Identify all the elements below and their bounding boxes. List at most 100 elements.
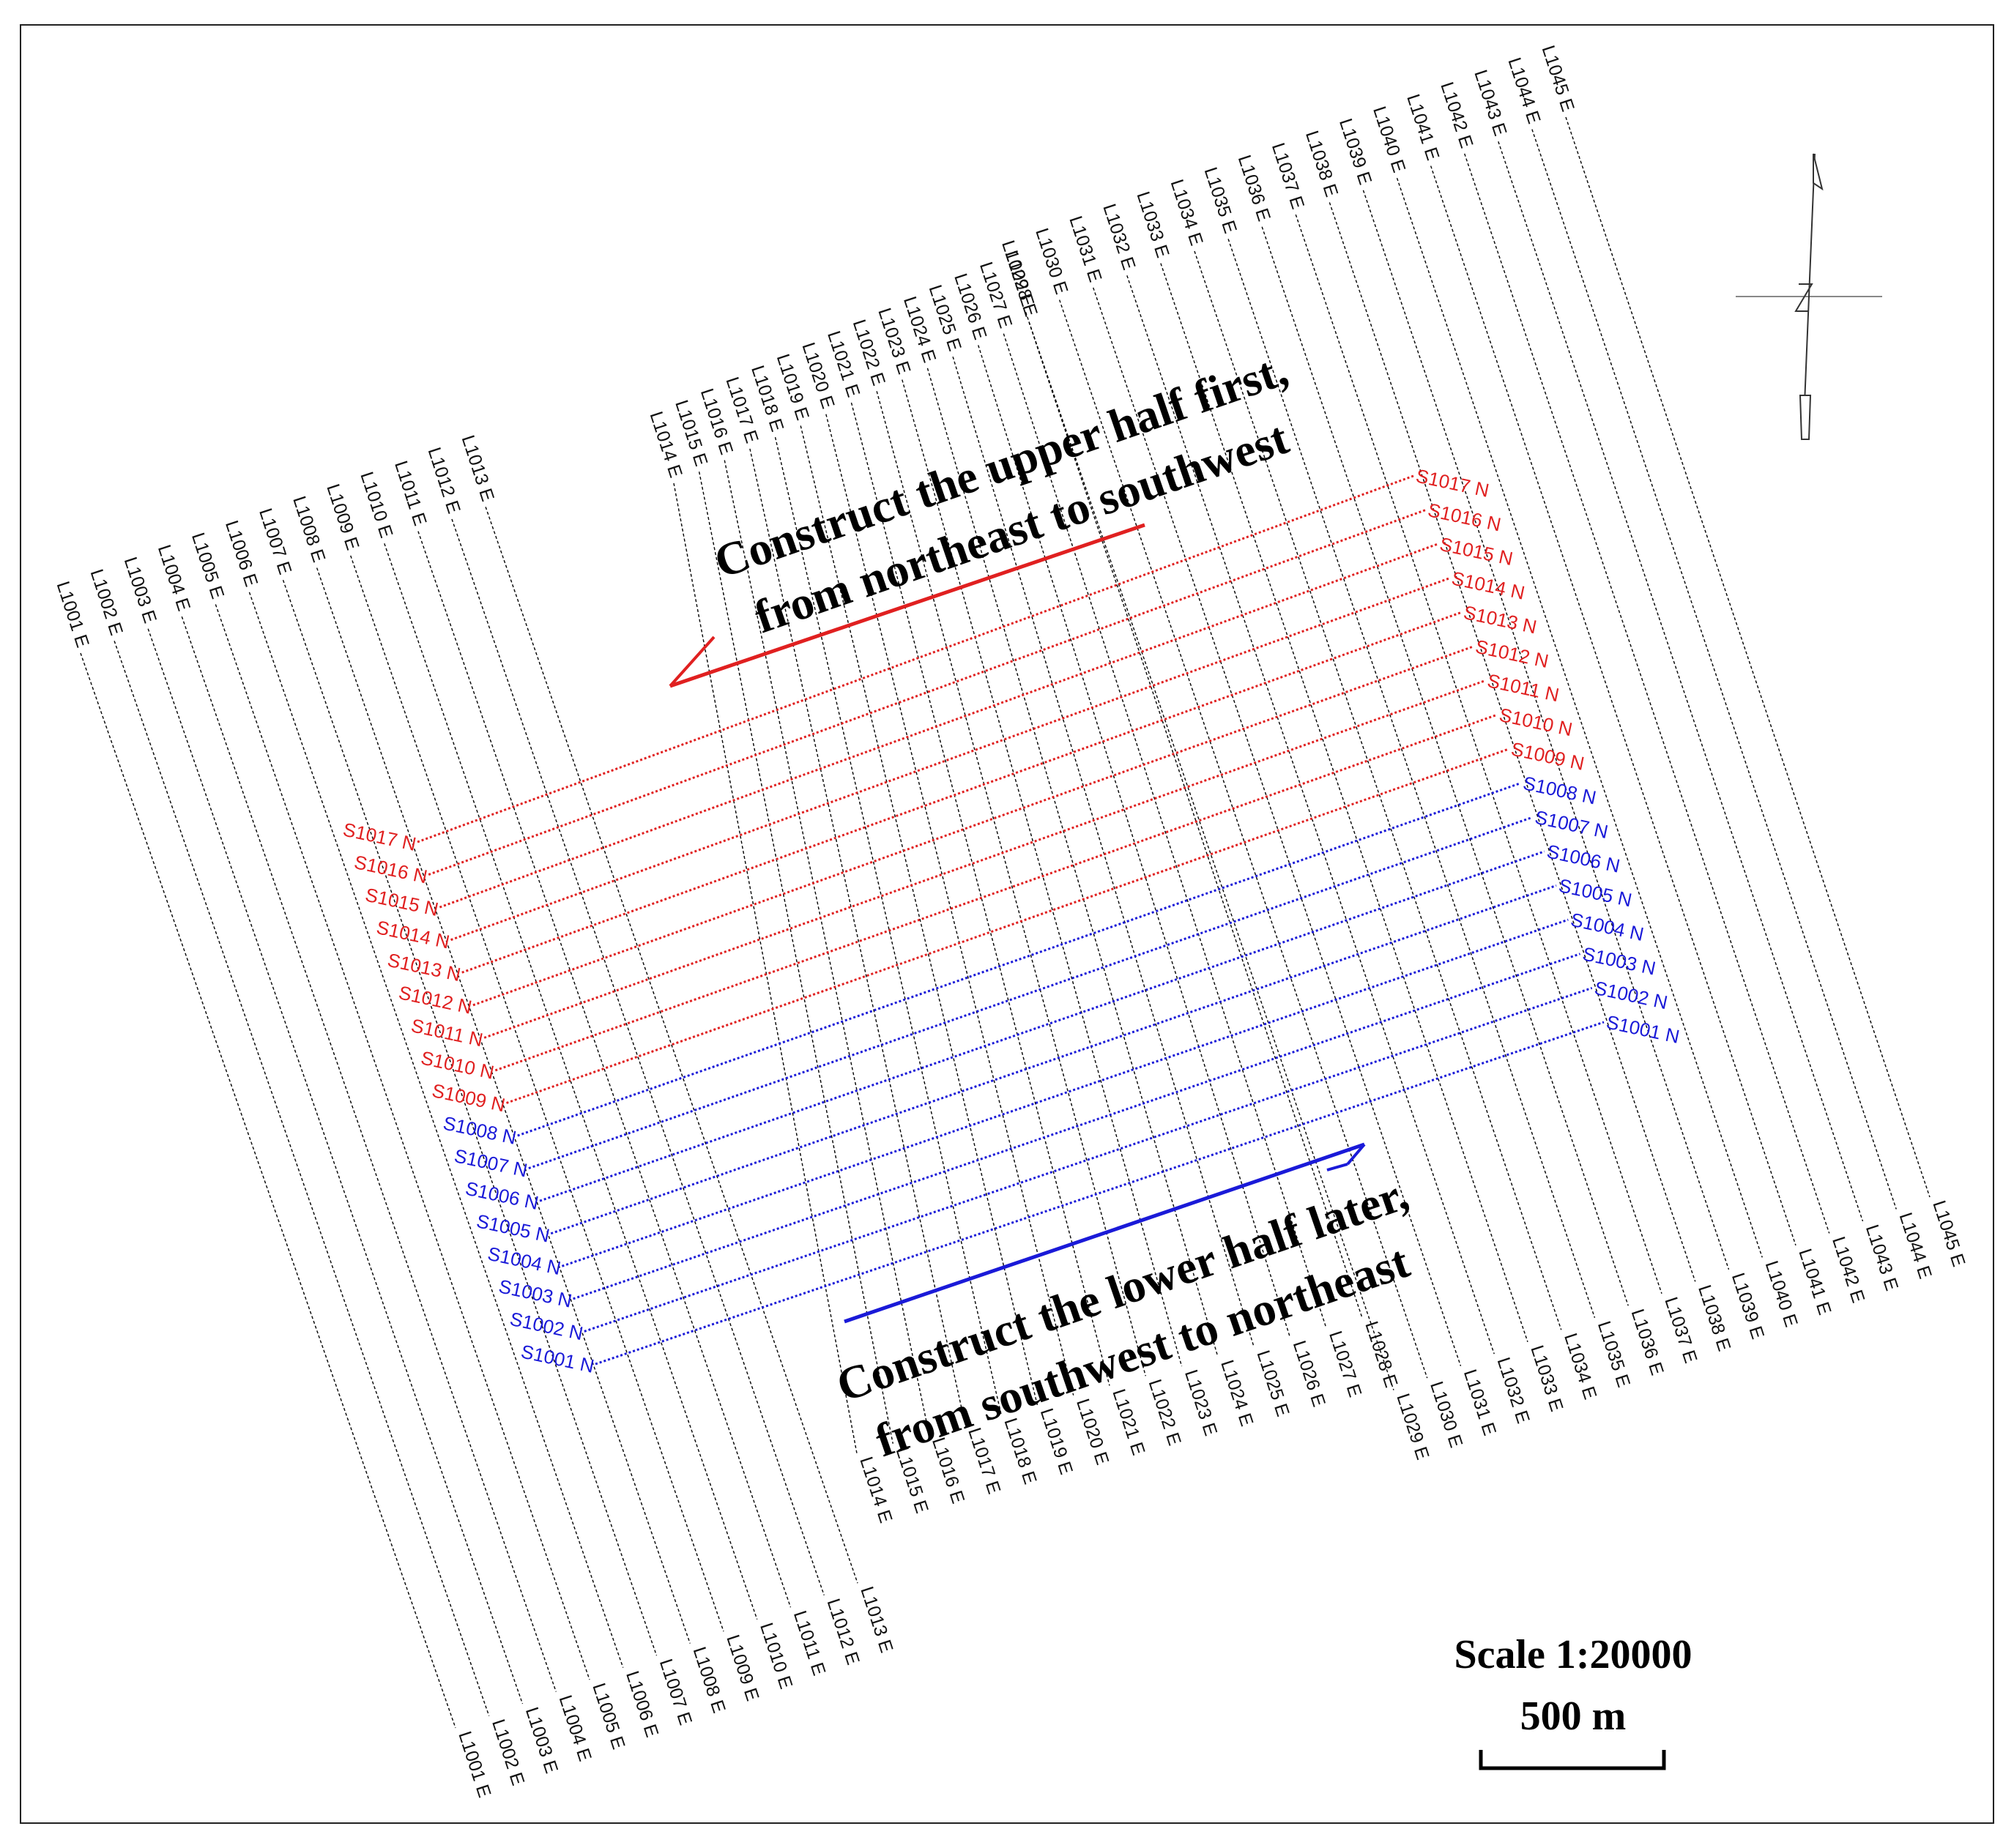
source-line [450,577,1450,942]
source-label-east: S1014 N [1450,567,1527,603]
source-label-east: S1008 N [1521,772,1598,808]
source-label-east: S1003 N [1580,942,1657,979]
receiver-line [952,356,1255,1347]
receiver-label-bottom: L1038 E [1694,1283,1734,1354]
receiver-line [673,483,858,1454]
receiver-line [1025,311,1394,1390]
source-label-west: S1016 N [352,851,429,887]
receiver-label-top: L1004 E [154,543,194,614]
receiver-line [749,448,966,1425]
receiver-line [902,379,1183,1367]
receiver-label-top: L1045 E [1538,43,1578,114]
receiver-label-bottom: L1035 E [1594,1319,1634,1390]
receiver-line [248,592,624,1668]
scale-distance: 500 m [1520,1694,1627,1739]
receiver-label-top: L1008 E [289,493,329,565]
source-line [584,986,1593,1333]
receiver-label-top: L1044 E [1504,55,1544,126]
receiver-label-bottom: L1028 E [1361,1319,1401,1390]
receiver-label-bottom: L1021 E [1108,1387,1148,1458]
source-label-west: S1017 N [341,818,418,854]
source-label-west: S1013 N [386,949,463,986]
source-label-west: S1007 N [453,1144,529,1181]
receiver-label-top: L1030 E [1031,226,1071,297]
receiver-line [181,616,557,1692]
receiver-label-bottom: L1037 E [1660,1294,1701,1365]
receiver-line [147,628,524,1704]
source-line [539,850,1545,1202]
north-arrow-icon [1736,153,1882,440]
scale-bar [1479,1750,1666,1770]
source-line [506,748,1509,1104]
receiver-label-top: L1034 E [1167,177,1207,248]
receiver-line [1430,165,1796,1246]
receiver-label-top: L1006 E [221,518,261,589]
receiver-label-bottom: L1032 E [1493,1355,1534,1426]
receiver-line [80,652,456,1729]
source-line [417,474,1414,843]
receiver-line [485,507,858,1584]
source-line [573,953,1580,1300]
receiver-label-bottom: L1006 E [622,1669,662,1740]
source-line [483,679,1486,1039]
source-label-west: S1010 N [419,1046,496,1083]
source-label-east: S1004 N [1569,909,1646,945]
source-line [528,816,1533,1170]
receiver-label-bottom: L1003 E [521,1704,562,1776]
receiver-label-bottom: L1024 E [1216,1357,1257,1428]
receiver-line [350,555,724,1632]
lower-direction-arrow [844,1142,1366,1324]
receiver-line [1498,141,1864,1222]
receiver-line [1028,321,1363,1319]
receiver-line [1058,299,1428,1379]
receiver-label-top: L1007 E [255,506,295,577]
receiver-line [215,604,590,1680]
receiver-label-bottom: L1022 E [1145,1376,1185,1448]
receiver-label-bottom: L1041 E [1794,1246,1835,1317]
receiver-label-bottom: L1026 E [1289,1338,1329,1409]
receiver-label-bottom: L1004 E [555,1693,595,1764]
receiver-label-top: L1032 E [1099,201,1139,272]
source-label-west: S1002 N [508,1308,585,1344]
source-line [550,884,1557,1235]
receiver-label-bottom: L1023 E [1181,1367,1221,1438]
receiver-line [1396,177,1763,1258]
source-label-east: S1007 N [1533,806,1610,843]
receiver-label-top: L1041 E [1402,92,1443,163]
source-label-east: S1016 N [1426,499,1503,535]
receiver-line [1227,239,1596,1318]
receiver-line [724,460,930,1434]
receiver-label-top: L1005 E [187,530,228,601]
receiver-label-bottom: L1020 E [1072,1396,1112,1467]
receiver-label-bottom: L1008 E [689,1644,729,1715]
receiver-label-top: L1009 E [322,482,363,553]
receiver-label-top: L1012 E [424,445,464,516]
receiver-label-top: L1002 E [86,567,127,638]
source-label-east: S1013 N [1462,601,1539,638]
receiver-label-top: L1033 E [1132,189,1173,260]
receiver-label-bottom: L1036 E [1627,1306,1668,1377]
receiver-label-bottom: L1025 E [1252,1348,1293,1419]
receiver-label-top: L1013 E [458,433,498,504]
receiver-label-bottom: L1011 E [789,1608,830,1677]
receiver-label-top: L1042 E [1436,80,1476,151]
receiver-line [1464,153,1830,1234]
source-label-west: S1015 N [363,884,440,920]
receiver-label-bottom: L1033 E [1526,1343,1567,1414]
receiver-line [1531,129,1897,1210]
receiver-line [978,345,1291,1338]
receiver-label-top: L1031 E [1065,214,1105,285]
receiver-line [1194,250,1562,1330]
receiver-line [926,368,1219,1357]
receiver-line [1261,226,1629,1306]
source-label-east: S1010 N [1498,704,1575,740]
source-label-west: S1006 N [464,1177,540,1214]
receiver-label-bottom: L1029 E [1392,1391,1433,1462]
source-label-west: S1008 N [441,1112,518,1149]
receiver-label-bottom: L1044 E [1895,1210,1936,1281]
source-label-east: S1015 N [1438,533,1515,570]
receiver-line [876,391,1146,1376]
